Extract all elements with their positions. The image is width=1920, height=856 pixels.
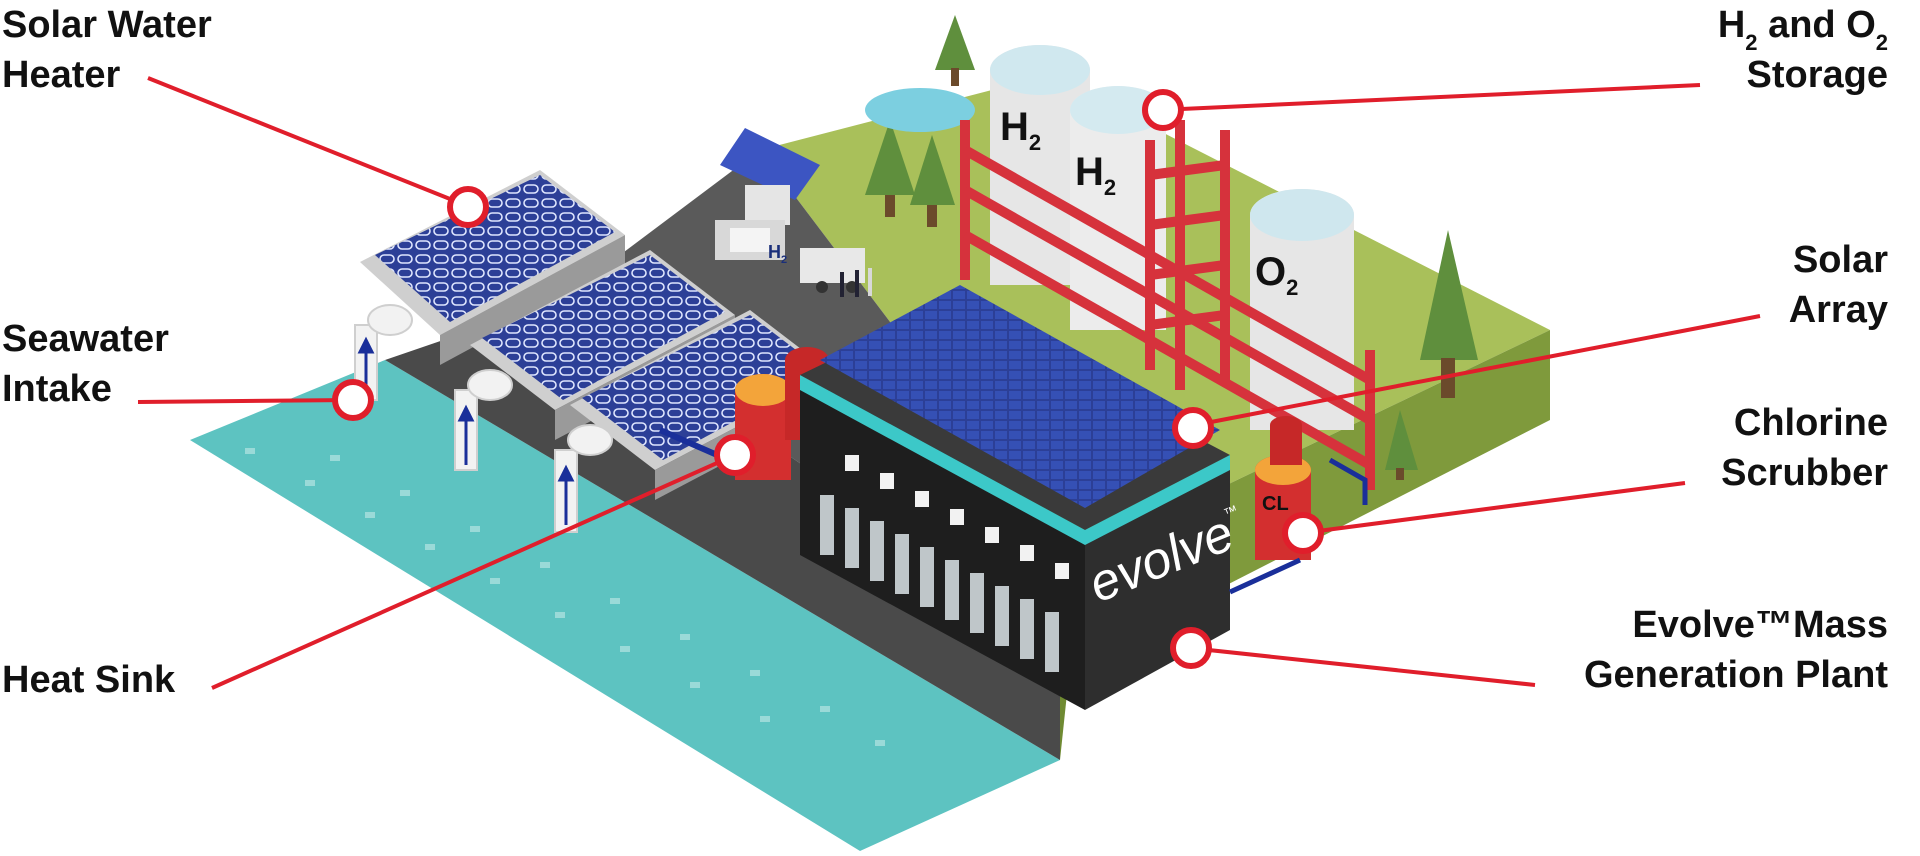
label-solar-water-heater: Solar Water Heater	[2, 0, 212, 100]
callout-leaders	[137, 76, 1761, 690]
tank-o2-label: O2	[1255, 250, 1298, 300]
label-line: Heat Sink	[2, 659, 176, 701]
label-chlorine-scrubber: Chlorine Scrubber	[1721, 398, 1888, 498]
label-storage: H2 and O2 Storage	[1718, 0, 1888, 100]
label-heat-sink: Heat Sink	[2, 655, 175, 705]
plant-building: evolve™	[800, 285, 1242, 710]
refuelling-station: H2	[715, 128, 872, 297]
solar-panel-icon	[820, 285, 1220, 508]
label-solar-array: Solar Array	[1789, 235, 1888, 335]
truck-h2-label: H2	[768, 242, 787, 266]
label-line: Scrubber	[1721, 452, 1888, 494]
seawater	[190, 360, 1060, 851]
label-line: Intake	[2, 368, 112, 410]
tank-h2-label: H2	[1000, 105, 1041, 155]
storage-tank-icon: H2 H2 O2	[990, 45, 1354, 430]
label-line: Generation Plant	[1583, 654, 1888, 696]
label-line: Chlorine	[1733, 402, 1888, 444]
callout-marker-icon	[332, 89, 1324, 669]
label-line: Seawater	[2, 318, 169, 360]
label-seawater-intake: Seawater Intake	[2, 314, 169, 414]
label-line: Array	[1788, 289, 1888, 331]
label-storage-title: H2 and O2	[1717, 4, 1888, 55]
pond	[865, 88, 975, 132]
label-line: Heater	[2, 54, 121, 96]
pipe-rack	[960, 120, 1375, 490]
tank-h2-label: H2	[1075, 150, 1116, 200]
label-line: Storage	[1746, 54, 1888, 96]
quay-wall	[385, 300, 1060, 760]
label-line: Solar Water	[2, 4, 212, 46]
label-evolve-plant: Evolve™Mass Generation Plant	[1584, 600, 1888, 700]
label-line: Evolve™Mass	[1632, 604, 1888, 646]
solar-panel-icon	[582, 315, 825, 460]
scrubber-cl-label: CL	[1262, 493, 1289, 515]
solar-panel-icon	[375, 175, 615, 322]
solar-panel-icon	[482, 255, 725, 400]
label-line: Solar	[1792, 239, 1888, 281]
tree-icon	[865, 15, 1478, 480]
